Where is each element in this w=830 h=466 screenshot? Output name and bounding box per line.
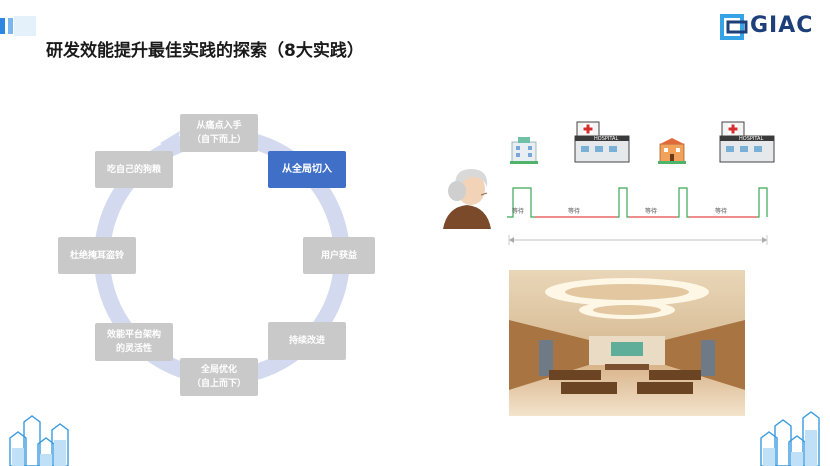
building-icon — [510, 137, 538, 164]
building-icon — [658, 138, 686, 164]
cycle-arrow-icon — [160, 131, 180, 153]
page-title: 研发效能提升最佳实践的探索（8大实践） — [46, 41, 364, 61]
cycle-node-platform-flexibility[interactable]: 效能平台架构 的灵活性 — [95, 323, 173, 361]
wait-timeline — [507, 187, 768, 245]
hospital-sign: HOSPITAL — [594, 136, 619, 142]
cycle-node-no-self-deception[interactable]: 杜绝掩耳盗铃 — [58, 237, 136, 274]
corner-bar-icon — [8, 18, 13, 34]
cycle-node-eat-own-dogfood[interactable]: 吃自己的狗粮 — [95, 151, 173, 188]
logo-text: GIAC — [750, 13, 814, 38]
hospital-icon — [719, 121, 775, 163]
hospital-hall-photo — [509, 270, 745, 416]
cycle-node-continuous-improvement[interactable]: 持续改进 — [268, 322, 346, 360]
hospital-sign: HOSPITAL — [739, 136, 764, 142]
cycle-node-user-benefit[interactable]: 用户获益 — [303, 237, 375, 274]
skyline-right-icon — [760, 411, 820, 466]
giac-logo-icon — [720, 14, 748, 40]
wait-label: 等待 — [512, 208, 525, 215]
cycle-node-pain-point[interactable]: 从痛点入手 （自下而上） — [180, 114, 258, 152]
wait-label: 等待 — [645, 208, 658, 215]
wait-label: 等待 — [568, 208, 581, 215]
corner-bar-icon — [0, 18, 5, 34]
skyline-left-icon — [9, 415, 69, 466]
elderly-person-icon — [443, 169, 491, 229]
corner-bar-icon — [14, 16, 36, 36]
hospital-icon — [574, 121, 630, 163]
wait-label: 等待 — [715, 208, 728, 215]
giac-logo: GIAC — [720, 12, 820, 42]
cycle-node-global-optimization[interactable]: 全局优化 （自上而下） — [180, 358, 258, 396]
hospital-hall-image — [509, 270, 745, 416]
cycle-node-global-entry[interactable]: 从全局切入 — [268, 151, 346, 188]
